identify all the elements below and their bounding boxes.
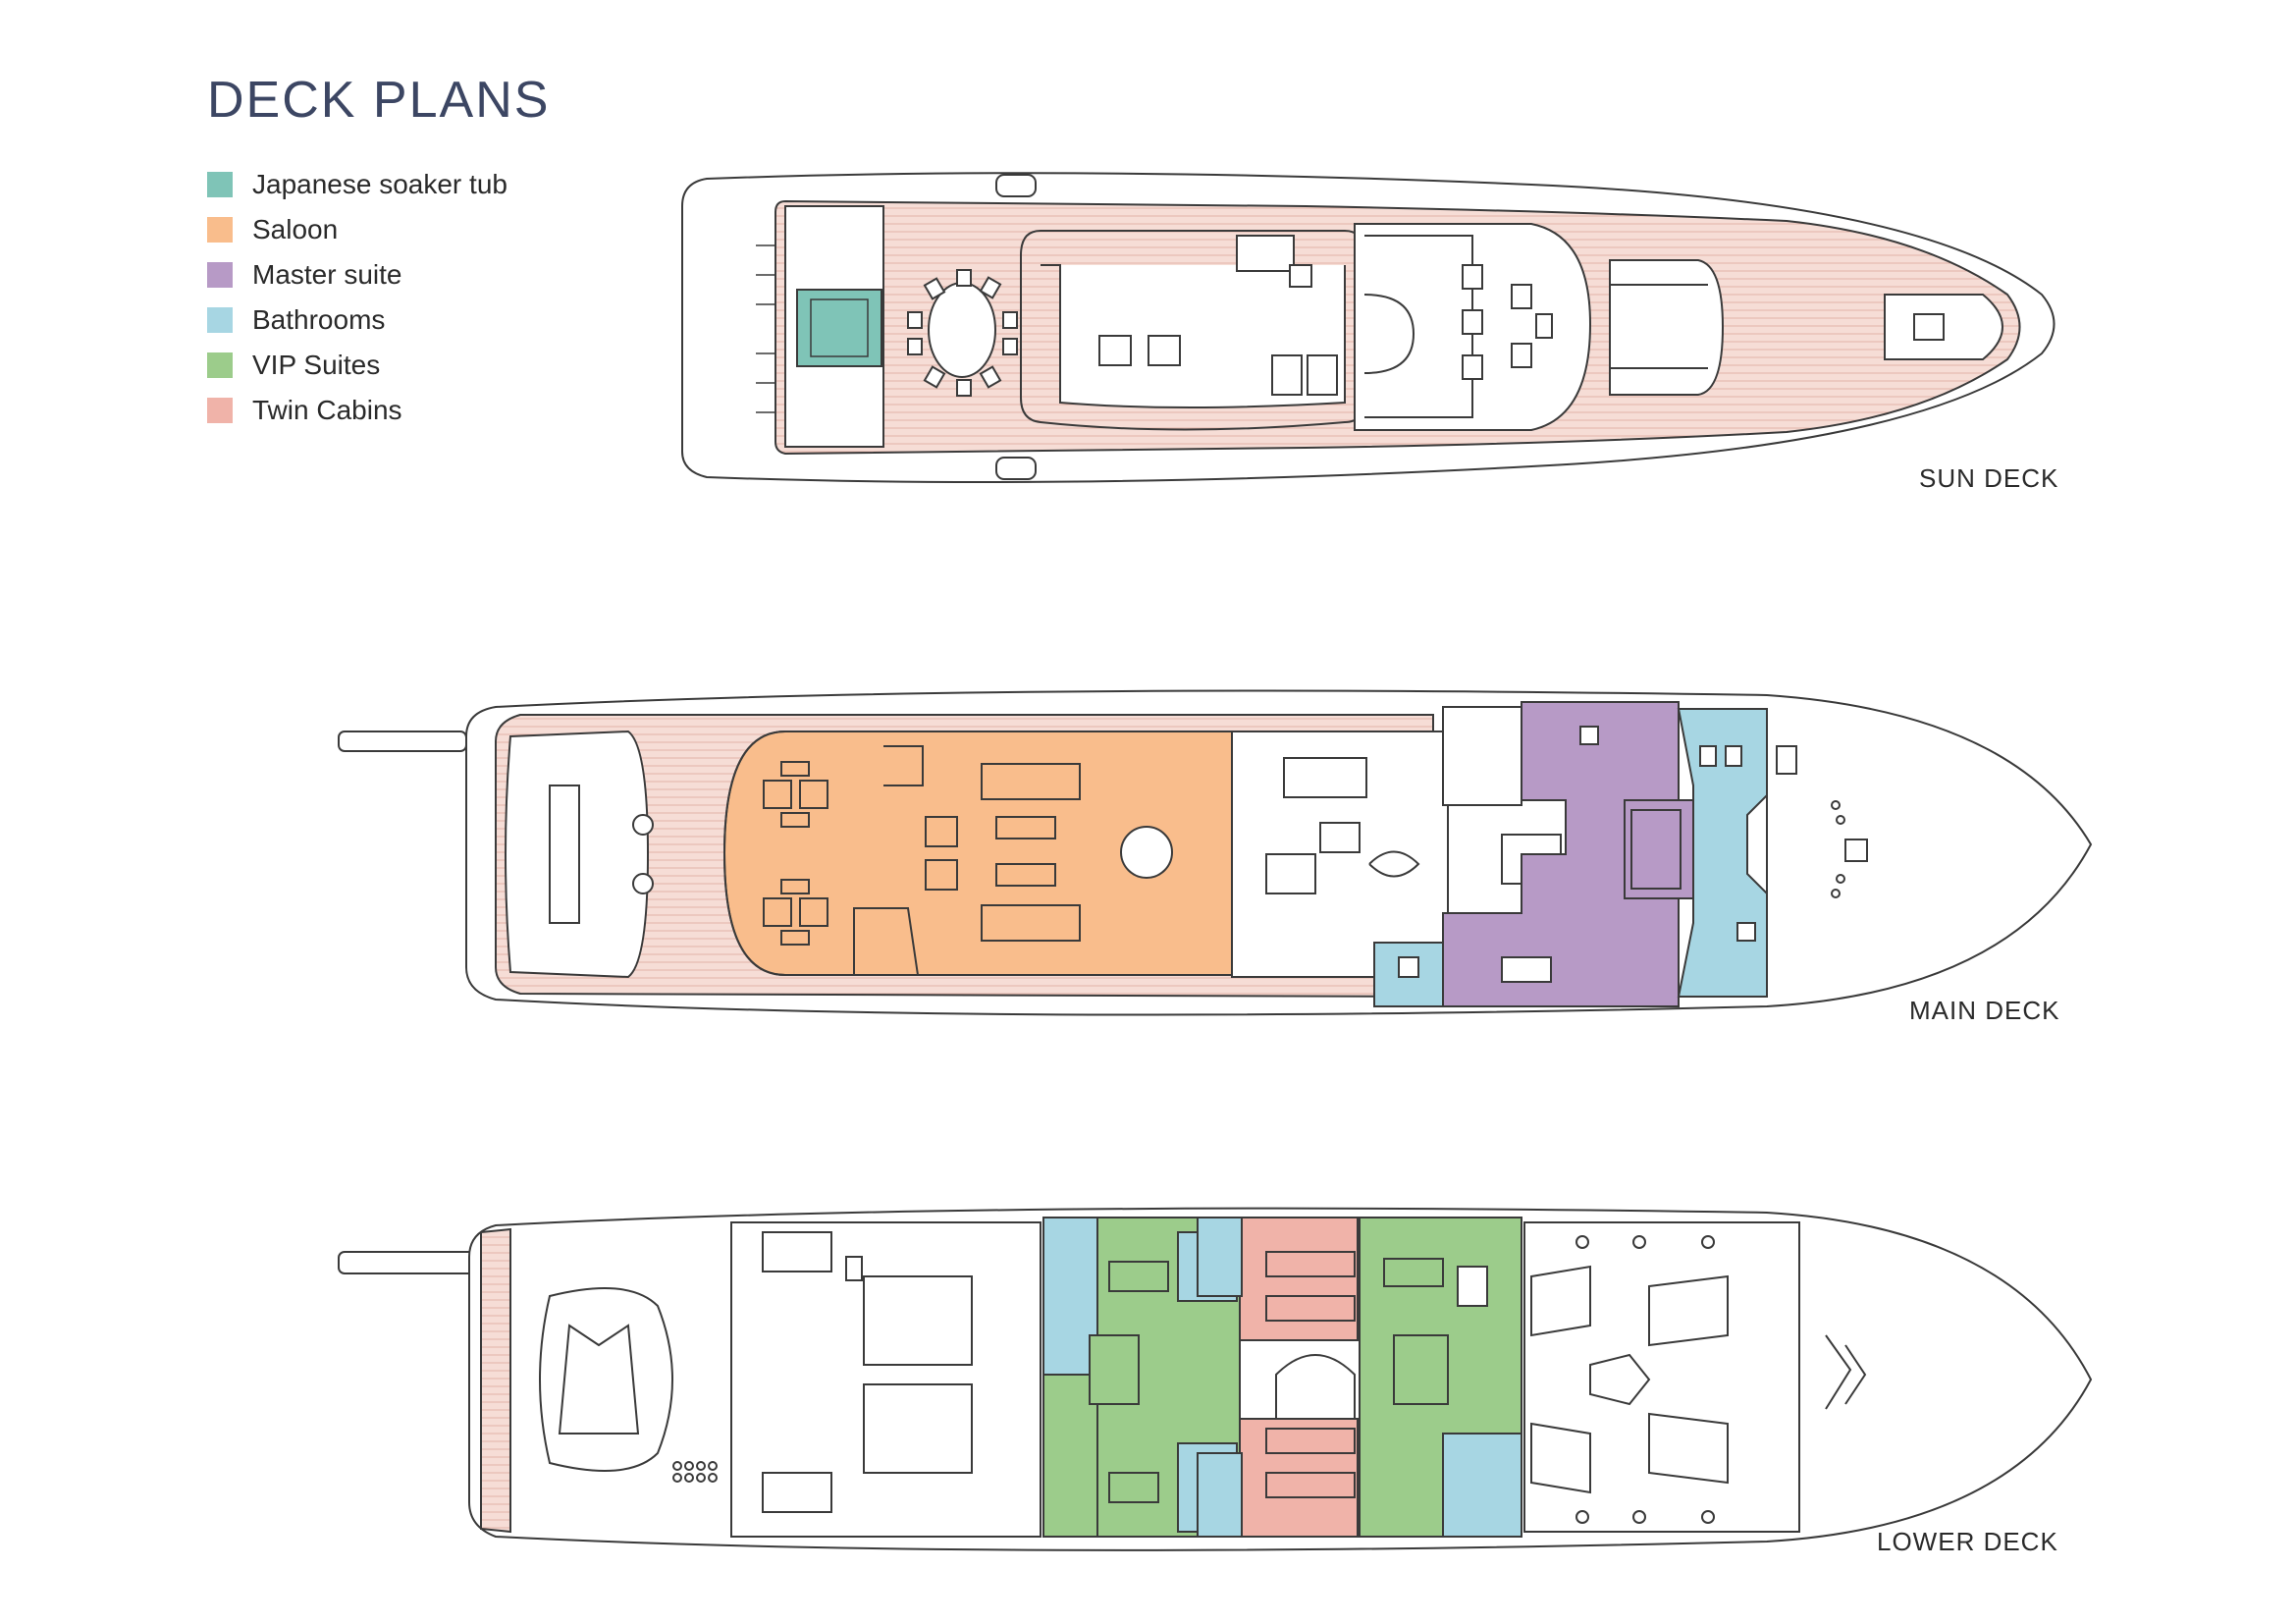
crew-quarters bbox=[1523, 1221, 1800, 1533]
vip-suite-forward-bathroom bbox=[1442, 1433, 1522, 1538]
sun-deck-label: SUN DECK bbox=[1919, 463, 2059, 493]
main-deck-plan bbox=[338, 689, 2093, 1016]
legend-item-vip-suites: VIP Suites bbox=[207, 343, 507, 388]
swatch-vip-suites bbox=[207, 352, 233, 378]
sun-deck-plan bbox=[681, 172, 2056, 484]
legend-label: Master suite bbox=[252, 259, 402, 290]
legend-label: Saloon bbox=[252, 214, 339, 244]
twin-cabin-bathroom bbox=[1197, 1217, 1243, 1297]
legend-item-twin-cabins: Twin Cabins bbox=[207, 388, 507, 433]
legend-item-soaker-tub: Japanese soaker tub bbox=[207, 162, 507, 207]
sun-deck-sunpad bbox=[1609, 259, 1725, 396]
sun-deck-dining-table bbox=[928, 282, 996, 378]
legend-item-bathrooms: Bathrooms bbox=[207, 298, 507, 343]
main-deck-passerelle bbox=[338, 731, 467, 752]
legend-label: Twin Cabins bbox=[252, 395, 402, 425]
page-title: DECK PLANS bbox=[207, 72, 551, 129]
legend-item-master-suite: Master suite bbox=[207, 252, 507, 298]
master-suite bbox=[1442, 701, 1680, 1007]
lower-deck-swim-platform bbox=[480, 1227, 511, 1534]
legend: Japanese soaker tub Saloon Master suite … bbox=[207, 162, 507, 433]
twin-cabin-starboard bbox=[1239, 1217, 1359, 1341]
swatch-saloon bbox=[207, 217, 233, 243]
lower-deck-tender bbox=[539, 1287, 673, 1472]
swatch-master-suite bbox=[207, 262, 233, 288]
legend-label: Bathrooms bbox=[252, 304, 386, 335]
legend-label: Japanese soaker tub bbox=[252, 169, 507, 199]
swatch-twin-cabins bbox=[207, 398, 233, 423]
legend-label: VIP Suites bbox=[252, 350, 381, 380]
vip-suite-aft-bathroom-port bbox=[1042, 1374, 1098, 1538]
soaker-tub bbox=[796, 289, 882, 367]
lower-deck-label: LOWER DECK bbox=[1877, 1527, 2058, 1556]
swatch-soaker-tub bbox=[207, 172, 233, 197]
swatch-bathrooms bbox=[207, 307, 233, 333]
main-deck-label: MAIN DECK bbox=[1909, 996, 2060, 1025]
lower-deck-plan bbox=[338, 1207, 2093, 1551]
legend-item-saloon: Saloon bbox=[207, 207, 507, 252]
